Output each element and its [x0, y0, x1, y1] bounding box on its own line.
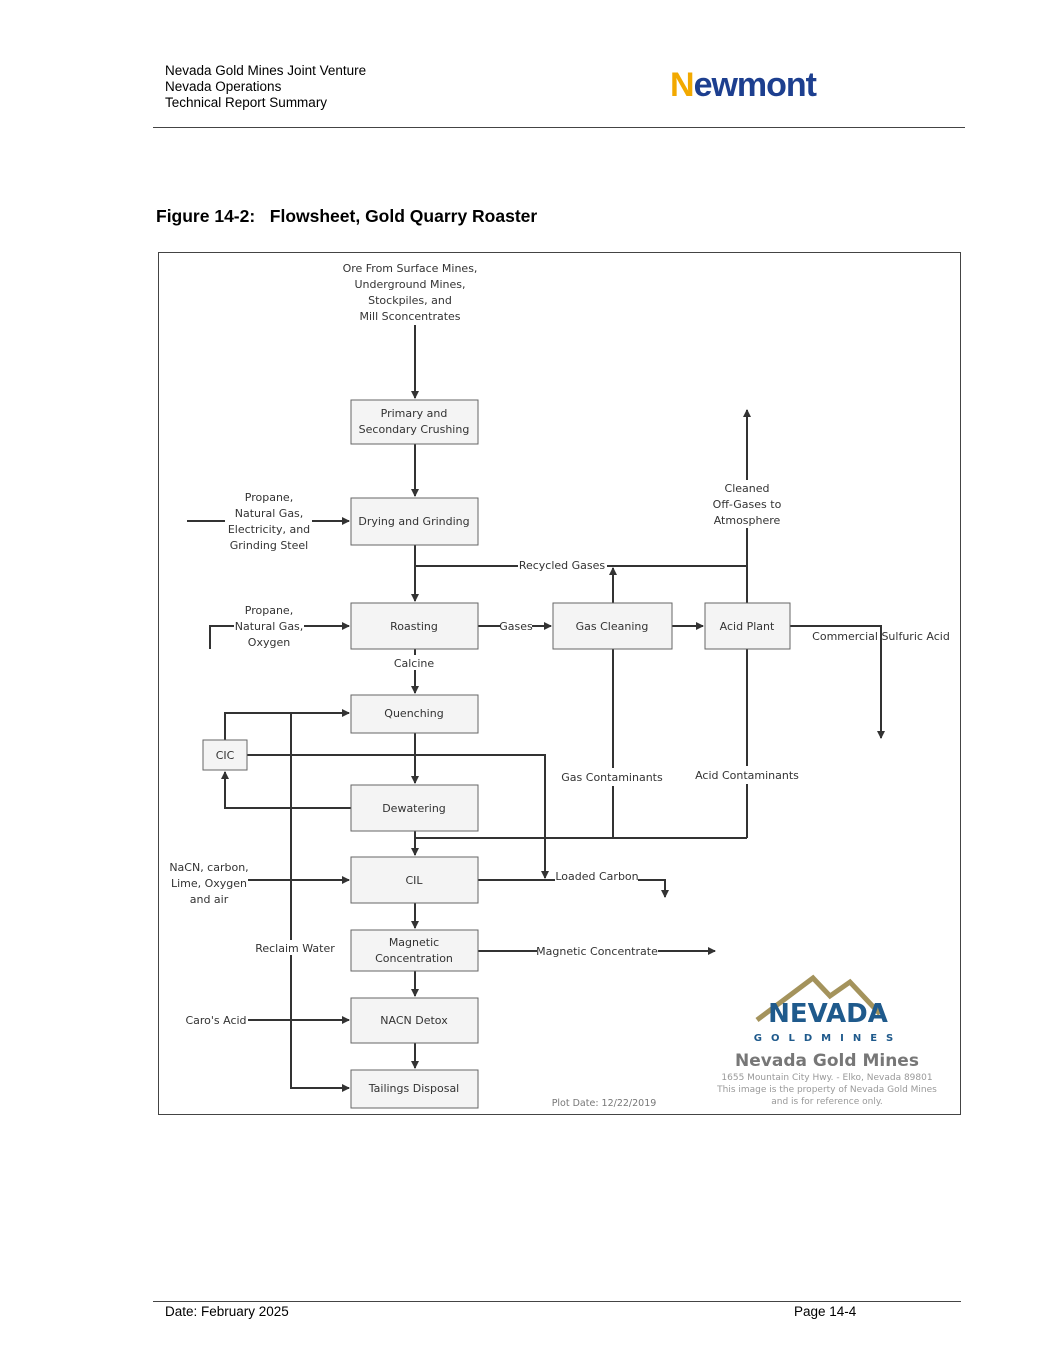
diagram-label: Dewatering: [382, 802, 446, 815]
box-tailings: [350, 1069, 479, 1109]
newmont-logo: Newmont: [670, 66, 817, 104]
diagram-label: CIC: [216, 749, 235, 762]
diagram-label: Tailings Disposal: [368, 1082, 460, 1095]
flow-line: [224, 709, 350, 740]
diagram-label: Cleaned: [725, 482, 770, 495]
diagram-label: Calcine: [394, 657, 435, 670]
diagram-label: Loaded Carbon: [555, 870, 638, 883]
box-crushing: [350, 399, 479, 445]
report-header: Nevada Gold Mines Joint Venture Nevada O…: [165, 63, 366, 111]
logo-sub: GOLDMINES: [754, 1033, 902, 1044]
header-line: Nevada Operations: [165, 79, 282, 94]
flow-lines: [187, 325, 885, 1092]
box-gas-cleaning: [552, 602, 673, 650]
diagram-label: CIL: [405, 874, 423, 887]
box-drying: [350, 497, 479, 546]
diagram-label: Off-Gases to: [713, 498, 782, 511]
diagram-label: Commercial Sulfuric Acid: [812, 630, 950, 643]
mountain-logo-mark: [755, 974, 882, 1022]
box-cil: [350, 856, 479, 904]
diagram-label: Plot Date: 12/22/2019: [552, 1098, 657, 1109]
flow-line: [247, 754, 549, 879]
flow-line: [221, 771, 351, 809]
flow-line: [638, 879, 669, 898]
diagram-label: Propane,: [245, 491, 293, 504]
diagram-label: Oxygen: [248, 636, 290, 649]
diagram-label: Acid Plant: [720, 620, 775, 633]
diagram-label: Concentration: [375, 952, 453, 965]
process-boxes: [202, 399, 791, 1109]
logo-word: NEVADA: [768, 999, 888, 1029]
figure-title: Figure 14-2: Flowsheet, Gold Quarry Roas…: [156, 206, 538, 226]
header-divider: [153, 127, 965, 128]
flow-line: [790, 625, 885, 739]
diagram-label: Drying and Grinding: [358, 515, 469, 528]
diagram-label: NACN Detox: [380, 1014, 448, 1027]
diagram-label: Recycled Gases: [519, 559, 606, 572]
box-roasting: [350, 602, 479, 650]
logo-address: and is for reference only.: [771, 1097, 883, 1107]
diagram-label: Mill Sconcentrates: [359, 310, 460, 323]
diagram-label: Gas Cleaning: [576, 620, 649, 633]
logo-address: 1655 Mountain City Hwy. - Elko, Nevada 8…: [721, 1073, 932, 1083]
diagram-label: Stockpiles, and: [368, 294, 452, 307]
diagram-label: Caro's Acid: [185, 1014, 246, 1027]
box-quenching: [350, 694, 479, 734]
diagram-label: Acid Contaminants: [695, 769, 799, 782]
diagram-label: Underground Mines,: [354, 278, 465, 291]
footer-page: Page 14-4: [794, 1304, 857, 1319]
diagram-label: Quenching: [384, 707, 443, 720]
diagram-label: Secondary Crushing: [359, 423, 470, 436]
diagram-label: Reclaim Water: [255, 942, 335, 955]
diagram-label: and air: [190, 893, 229, 906]
box-cic: [202, 739, 248, 771]
logo-address: This image is the property of Nevada Gol…: [716, 1085, 937, 1095]
diagram-label: Magnetic: [389, 936, 439, 949]
diagram-label: Ore From Surface Mines,: [343, 262, 478, 275]
logo-name: Nevada Gold Mines: [735, 1051, 919, 1071]
box-magnetic: [350, 929, 479, 972]
diagram-frame: [158, 252, 961, 1115]
nevada-gold-mines-logo: NEVADA GOLDMINES Nevada Gold Mines 1655 …: [716, 974, 937, 1107]
diagram-label: Magnetic Concentrate: [536, 945, 658, 958]
diagram-label: Natural Gas,: [235, 507, 304, 520]
diagram-label: Gases: [499, 620, 533, 633]
diagram-label: Grinding Steel: [230, 539, 308, 552]
flow-line: [290, 955, 350, 1092]
footer-divider: [153, 1301, 961, 1302]
diagram-label: Roasting: [390, 620, 438, 633]
diagram-label: Electricity, and: [228, 523, 310, 536]
header-line: Nevada Gold Mines Joint Venture: [165, 63, 367, 78]
box-acid-plant: [704, 602, 791, 650]
diagram-label: Propane, Natural Gas, Oxygen: [235, 604, 304, 649]
diagram-label: NaCN, carbon, Lime, Oxygen and air: [169, 861, 248, 906]
diagram-label: NaCN, carbon,: [169, 861, 248, 874]
box-detox: [350, 997, 479, 1044]
diagram-label: Gas Contaminants: [561, 771, 663, 784]
footer-date: Date: February 2025: [165, 1304, 289, 1319]
header-line: Technical Report Summary: [165, 95, 328, 110]
diagram-label: Lime, Oxygen: [171, 877, 247, 890]
diagram-label: Primary and: [381, 407, 448, 420]
flow-line: [209, 625, 234, 649]
ore-label: Ore From Surface Mines, Underground Mines…: [343, 262, 478, 323]
diagram-label: Propane,: [245, 604, 293, 617]
diagram-labels: Ore From Surface Mines, Underground Mines…: [169, 262, 950, 1109]
box-dewatering: [350, 784, 479, 832]
diagram-label: Natural Gas,: [235, 620, 304, 633]
diagram-label: Atmosphere: [714, 514, 781, 527]
